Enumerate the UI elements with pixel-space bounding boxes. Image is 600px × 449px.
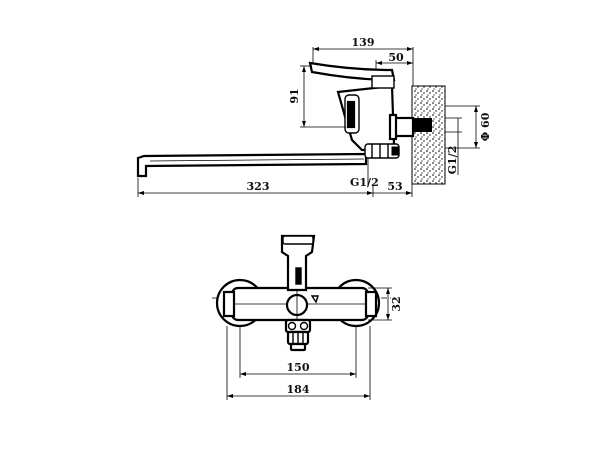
label-thread-wall: G1/2 bbox=[446, 146, 459, 175]
connection-nut bbox=[393, 116, 415, 138]
wall-hole bbox=[412, 118, 432, 132]
wall-block bbox=[411, 85, 446, 185]
dim-center-distance-label: 150 bbox=[287, 361, 310, 374]
dim-body-offset-label: 50 bbox=[388, 51, 404, 64]
label-thread-lower: G1/2 bbox=[350, 176, 379, 189]
dim-height: 91 bbox=[288, 65, 346, 128]
dim-overall-width-label: 184 bbox=[287, 383, 310, 396]
side-view: 139 50 91 Φ 60 bbox=[136, 36, 492, 197]
dim-body-height-label: 32 bbox=[390, 296, 403, 311]
dim-spout-length: 323 bbox=[137, 178, 374, 197]
dim-total-depth: 139 bbox=[312, 36, 414, 86]
dim-height-label: 91 bbox=[288, 88, 301, 103]
dim-body-height: 32 bbox=[368, 287, 403, 321]
dim-center-distance: 150 bbox=[239, 326, 357, 378]
front-diverter bbox=[284, 318, 312, 352]
diverter-ring bbox=[364, 143, 400, 159]
spout bbox=[136, 152, 368, 178]
dim-spout-length-label: 323 bbox=[247, 180, 270, 193]
dim-wall-offset-label: 53 bbox=[387, 180, 402, 193]
front-view: 32 150 184 bbox=[212, 234, 403, 400]
label-thread-lower-group: G1/2 bbox=[350, 158, 379, 189]
dim-body-offset: 50 bbox=[375, 51, 413, 70]
label-thread-wall-group: G1/2 bbox=[445, 117, 462, 175]
dim-total-depth-label: 139 bbox=[352, 36, 375, 49]
dim-wall-offset: 53 bbox=[373, 180, 413, 197]
dim-flange-diameter: Φ 60 bbox=[445, 105, 492, 149]
dim-flange-diameter-label: Φ 60 bbox=[479, 112, 492, 141]
dim-overall-width: 184 bbox=[226, 326, 371, 400]
